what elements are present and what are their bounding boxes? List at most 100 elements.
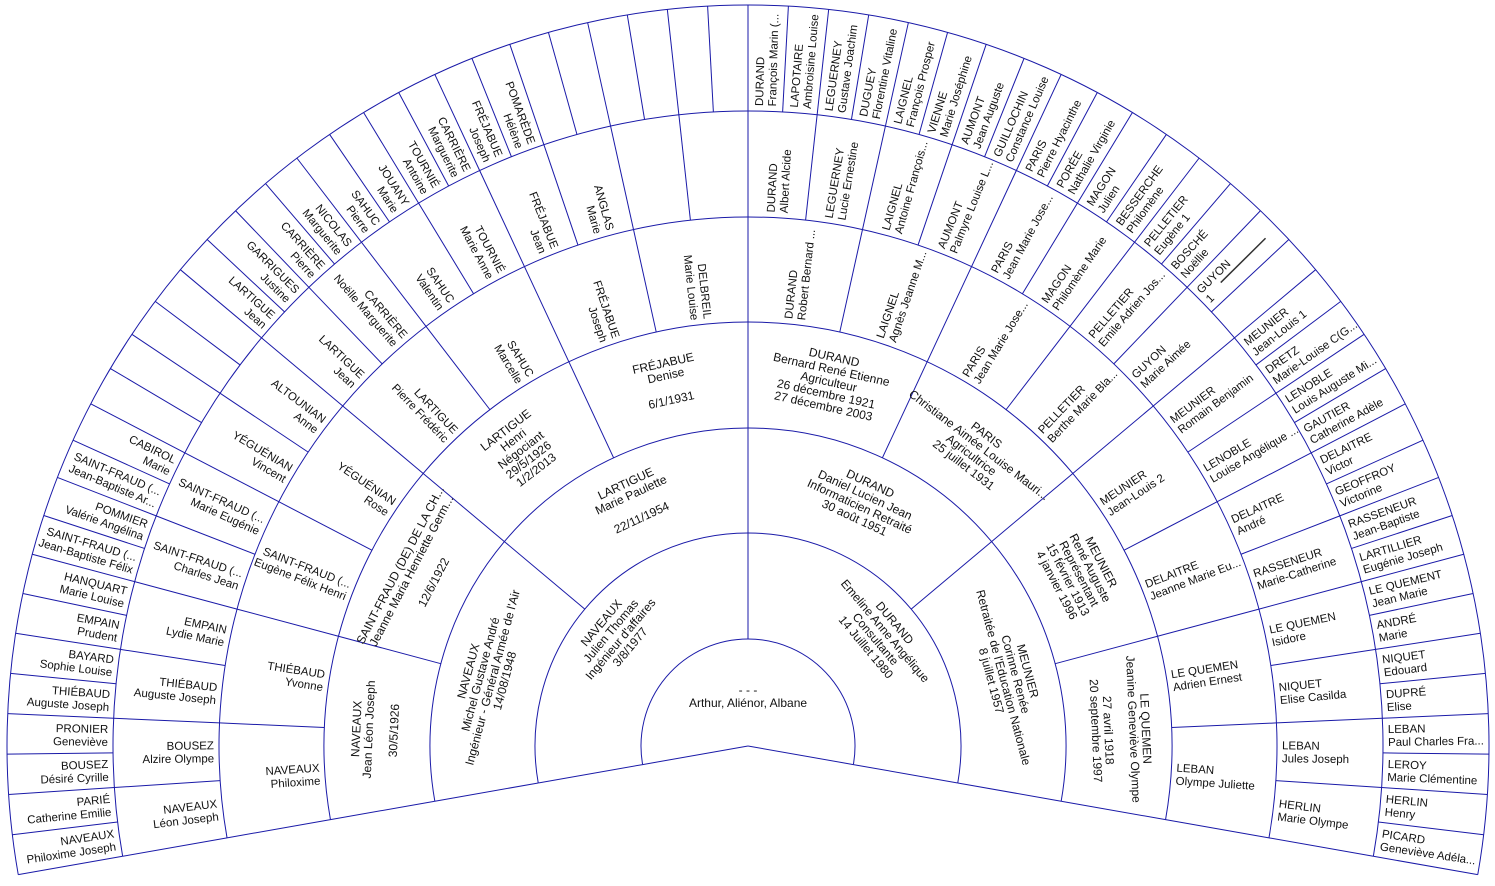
slot-divider bbox=[398, 92, 450, 187]
slot-divider bbox=[113, 717, 220, 724]
person-detail: Henry bbox=[1384, 807, 1416, 822]
person-cell[interactable]: SAINT-FRAUD (...Eugène Félix Henri bbox=[252, 544, 352, 603]
person-cell[interactable]: SAINT-FRAUD (...Charles Jean bbox=[148, 540, 244, 593]
slot-divider bbox=[1186, 210, 1261, 288]
root-person-name: - - - bbox=[739, 683, 758, 697]
person-surname: DURAND bbox=[783, 269, 800, 319]
slot-divider bbox=[1382, 752, 1489, 755]
slot-divider bbox=[134, 581, 238, 610]
slot-divider bbox=[226, 819, 331, 839]
slot-divider bbox=[884, 22, 909, 127]
person-surname: LEBAN bbox=[1282, 740, 1320, 752]
root-person-cell[interactable]: - - - Arthur, Aliénor, Albane bbox=[689, 683, 807, 710]
person-detail: Alzire Olympe bbox=[142, 753, 214, 766]
slot-divider bbox=[18, 855, 123, 876]
person-detail: Yvonne bbox=[284, 676, 324, 694]
slot-divider bbox=[261, 337, 344, 407]
person-detail: Marie bbox=[1378, 628, 1408, 645]
slot-divider bbox=[1361, 553, 1464, 583]
person-cell[interactable]: SAINT-FRAUD (...Marie Eugénie bbox=[171, 477, 266, 538]
slot-divider bbox=[1275, 333, 1365, 394]
